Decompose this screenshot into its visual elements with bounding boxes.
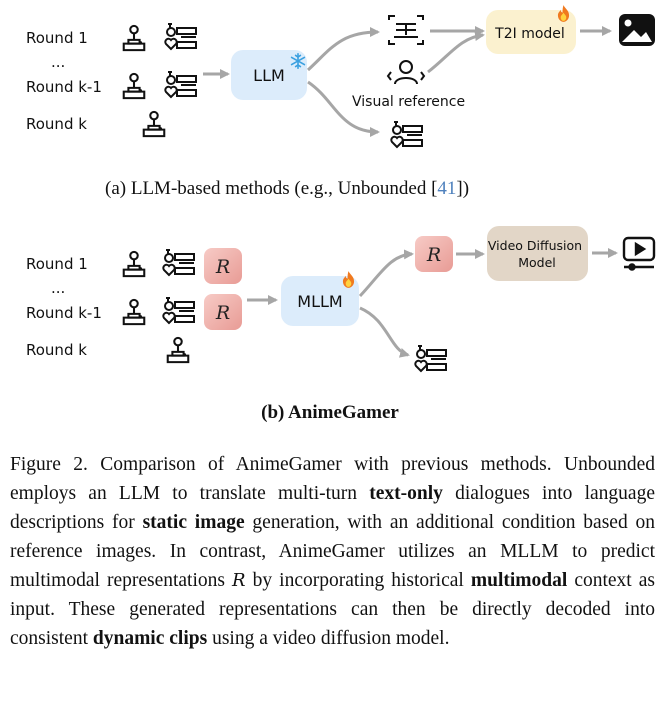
joystick-icon — [122, 24, 146, 52]
stat-bars-icon — [162, 297, 195, 324]
figure-diagram: Round 1 ... Round k-1 Round k LLM — [26, 5, 656, 423]
panel-a-caption: (a) LLM-based methods (e.g., Unbounded [… — [105, 178, 469, 199]
stat-bars-icon — [164, 23, 197, 50]
arrow-ref-to-t2i — [427, 31, 485, 74]
panel-b-round-k: Round k — [26, 341, 87, 359]
arrow-to-representation — [358, 249, 414, 298]
representation-box: R — [415, 236, 453, 272]
image-icon — [619, 14, 655, 46]
representation-box: R — [204, 248, 242, 284]
t2i-box — [486, 10, 576, 54]
stat-bars-icon — [414, 345, 447, 372]
panel-a-round-k-1: Round k-1 — [26, 78, 102, 96]
stat-bars-icon — [162, 249, 195, 276]
panel-a: Round 1 ... Round k-1 Round k LLM — [26, 5, 655, 199]
stat-bars-icon — [390, 121, 423, 148]
text-scan-icon — [388, 15, 424, 45]
t2i-label: T2I model — [494, 26, 565, 42]
arrow-to-stats — [307, 80, 380, 137]
video-diffusion-box — [487, 226, 588, 281]
panel-b-round-ellipsis: ... — [51, 279, 65, 297]
llm-label: LLM — [253, 66, 285, 85]
panel-b: Round 1 ... Round k-1 Round k R R MLLM R — [26, 226, 656, 423]
visual-reference-label: Visual reference — [352, 94, 465, 110]
panel-a-round-ellipsis: ... — [51, 53, 65, 71]
arrow-to-stats — [359, 306, 410, 358]
mllm-label: MLLM — [297, 292, 342, 311]
representation-box: R — [204, 294, 242, 330]
figure-caption: Figure 2. Comparison of AnimeGamer with … — [10, 454, 656, 649]
panel-a-round-1: Round 1 — [26, 29, 88, 47]
joystick-icon — [122, 72, 146, 100]
panel-a-round-k: Round k — [26, 115, 87, 133]
flame-icon — [557, 5, 570, 22]
mllm-box — [281, 276, 359, 326]
svg-text:R: R — [426, 244, 441, 266]
arrow-to-text-icon — [306, 27, 380, 72]
joystick-icon — [142, 110, 166, 138]
visual-reference-icon — [386, 60, 426, 85]
joystick-icon — [122, 298, 146, 326]
video-diffusion-label: Video Diffusion Model — [488, 238, 586, 270]
svg-text:R: R — [215, 256, 230, 278]
stat-bars-icon — [164, 71, 197, 98]
panel-b-caption: (b) AnimeGamer — [261, 402, 399, 423]
joystick-icon — [166, 336, 190, 364]
flame-icon — [342, 271, 355, 288]
panel-b-round-1: Round 1 — [26, 255, 88, 273]
svg-text:R: R — [215, 302, 230, 324]
joystick-icon — [122, 250, 146, 278]
panel-b-round-k-1: Round k-1 — [26, 304, 102, 322]
llm-box — [231, 50, 307, 100]
video-clip-icon — [622, 236, 656, 271]
